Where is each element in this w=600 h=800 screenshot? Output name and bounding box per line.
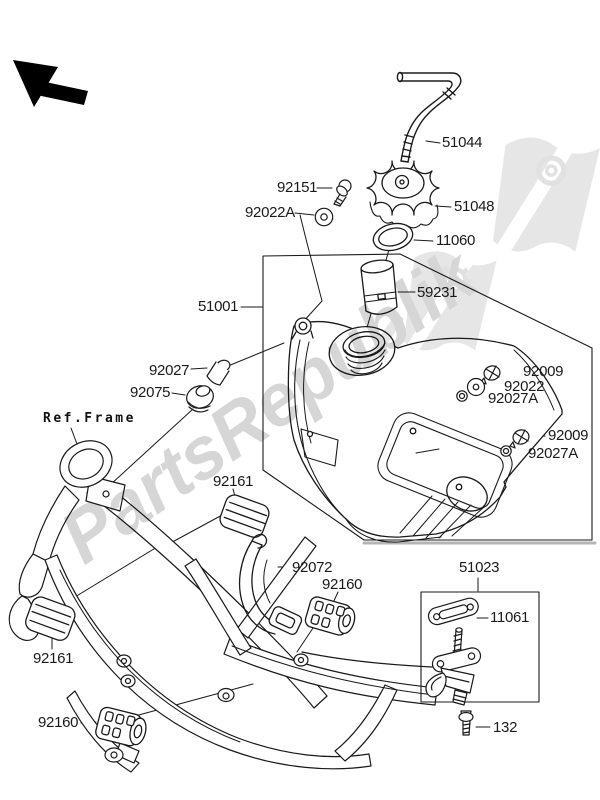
part-label-92160-2: 92160 (38, 714, 79, 731)
bolt-92151 (333, 179, 352, 207)
part-label-132: 132 (493, 719, 518, 736)
part-label-92072: 92072 (292, 559, 333, 576)
fuel-hose-51044 (396, 71, 462, 163)
grommet-92075 (186, 385, 214, 413)
ref-frame-label: Ref.Frame (43, 411, 136, 426)
fuel-cap-51048 (366, 160, 440, 229)
screw-92009-2 (509, 429, 530, 449)
part-label-92151: 92151 (277, 179, 318, 196)
part-label-92027: 92027 (149, 362, 190, 379)
damper-92160-bottom (95, 706, 147, 747)
screw-92009-1 (480, 365, 501, 385)
collar-92027a-2 (500, 445, 512, 457)
part-label-92022a: 92022A (245, 204, 295, 221)
collar-92027 (206, 359, 231, 386)
part-label-51044: 51044 (442, 134, 483, 151)
part-label-92027a-2: 92027A (528, 445, 578, 462)
direction-arrow-icon (13, 60, 88, 107)
gasket-11061 (427, 597, 479, 626)
part-label-92161-2: 92161 (33, 650, 74, 667)
frame-drawing (8, 440, 438, 773)
tank-boundary-outline (262, 253, 597, 545)
tap-51023 (425, 627, 482, 706)
bolt-132 (458, 710, 474, 736)
part-label-51048: 51048 (454, 198, 495, 215)
part-label-51001: 51001 (198, 298, 239, 315)
fuel-tap-assembly (420, 591, 540, 736)
part-label-11061: 11061 (490, 609, 530, 626)
part-label-92009-2: 92009 (548, 427, 589, 444)
part-label-92161-1: 92161 (213, 473, 254, 490)
watermark-logo-main (365, 241, 497, 365)
part-label-92075: 92075 (130, 384, 171, 401)
collar-92027a-1 (456, 390, 468, 402)
damper-92161-left (25, 596, 76, 641)
gasket-11060 (372, 222, 414, 252)
damper-92161-middle (219, 494, 270, 538)
part-label-51023: 51023 (459, 559, 500, 576)
part-label-59231: 59231 (417, 284, 458, 301)
part-label-92022: 92022 (504, 378, 545, 395)
part-label-92160-1: 92160 (322, 576, 363, 593)
band-92072 (238, 533, 303, 635)
damper-92160-middle (304, 596, 356, 636)
part-label-11060: 11060 (436, 232, 476, 249)
washer-92022 (466, 377, 486, 397)
part-label-92009-1: 92009 (523, 363, 564, 380)
part-label-92027a-1: 92027A (488, 390, 538, 407)
filler-neck-59231 (360, 259, 398, 315)
washer-92022a (314, 207, 334, 227)
watermark-logo-corner (491, 126, 600, 262)
fuel-tap-box (420, 591, 540, 703)
